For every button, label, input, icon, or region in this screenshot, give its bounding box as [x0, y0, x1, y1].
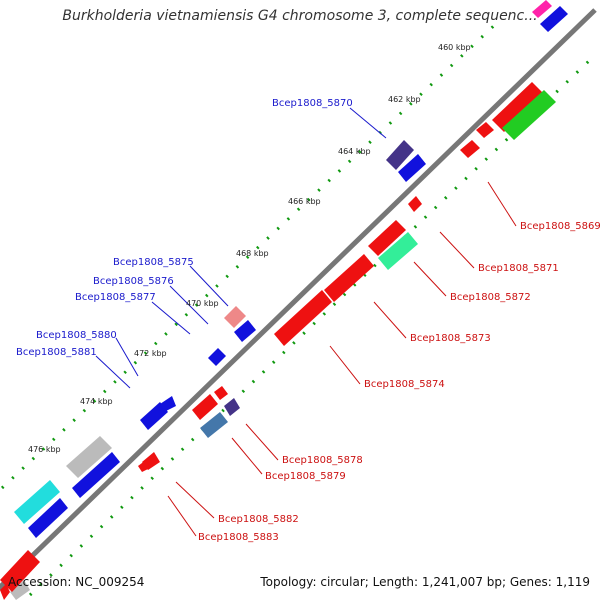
gene-bcep1808-5873[interactable]	[274, 290, 332, 346]
gene-bcep1808-5869-a[interactable]	[492, 82, 544, 132]
tick-label: 470 kbp	[186, 299, 219, 308]
gene-bcep1808-5880[interactable]	[140, 402, 168, 430]
gene-bcep1808-5878[interactable]	[192, 394, 218, 420]
gene-label-5875[interactable]: Bcep1808_5875	[113, 257, 194, 268]
reverse-genes	[0, 82, 556, 600]
gene-bcep1808-5883[interactable]	[138, 460, 150, 472]
gene-bcep1808-5869-b[interactable]	[502, 90, 556, 140]
inner-dotted-ring	[28, 58, 592, 597]
gene-blue-lower-1[interactable]	[72, 452, 120, 498]
gene-label-5878[interactable]: Bcep1808_5878	[282, 455, 363, 466]
gene-red-bottom-1[interactable]	[0, 550, 40, 592]
gene-bcep1808-5871[interactable]	[368, 220, 406, 256]
gene-label-5880[interactable]: Bcep1808_5880	[36, 330, 117, 341]
gene-bcep1808-5875[interactable]	[224, 306, 246, 328]
gene-bcep1808-5874[interactable]	[324, 254, 374, 302]
gene-arrow-top-magenta[interactable]	[532, 0, 552, 18]
gene-label-5879[interactable]: Bcep1808_5879	[265, 471, 346, 482]
outer-dotted-ring	[0, 18, 502, 490]
gene-label-5872[interactable]: Bcep1808_5872	[450, 292, 531, 303]
gene-label-5873[interactable]: Bcep1808_5873	[410, 333, 491, 344]
tick-label: 476 kbp	[28, 445, 61, 454]
gene-bcep1808-5881[interactable]	[160, 396, 176, 412]
gene-bcep1808-5872[interactable]	[378, 232, 418, 270]
gene-bcep1808-5879[interactable]	[200, 412, 228, 438]
gene-bcep1808-5876[interactable]	[234, 320, 256, 342]
forward-genes	[10, 0, 568, 600]
forward-gene-labels: Bcep1808_5870 Bcep1808_5875 Bcep1808_587…	[16, 98, 353, 358]
leader-lines	[95, 107, 517, 537]
gene-bcep1808-5870b[interactable]	[398, 154, 426, 182]
gene-arrow-top[interactable]	[540, 6, 568, 32]
gene-label-5877[interactable]: Bcep1808_5877	[75, 292, 156, 303]
gene-label-5870[interactable]: Bcep1808_5870	[272, 98, 353, 109]
tick-labels: 460 kbp 462 kbp 464 kbp 466 kbp 468 kbp …	[28, 43, 471, 454]
reverse-gene-labels: Bcep1808_5869 Bcep1808_5871 Bcep1808_587…	[198, 221, 600, 543]
tick-label: 472 kbp	[134, 349, 167, 358]
accession-text: Accession: NC_009254	[8, 575, 145, 589]
tick-label: 464 kbp	[338, 147, 371, 156]
gene-label-5869[interactable]: Bcep1808_5869	[520, 221, 600, 232]
gene-label-5874[interactable]: Bcep1808_5874	[364, 379, 445, 390]
backbone-line	[0, 8, 597, 591]
gene-bcep1808-5870[interactable]	[386, 140, 414, 170]
gene-bcep1808-5877[interactable]	[208, 348, 226, 366]
gene-bcep1808-5869-c[interactable]	[476, 122, 494, 138]
gene-label-5882[interactable]: Bcep1808_5882	[218, 514, 299, 525]
gene-label-5876[interactable]: Bcep1808_5876	[93, 276, 174, 287]
tick-label: 462 kbp	[388, 95, 421, 104]
gene-grey[interactable]	[66, 436, 112, 478]
gene-label-5881[interactable]: Bcep1808_5881	[16, 347, 97, 358]
tick-label: 460 kbp	[438, 43, 471, 52]
gene-label-5883[interactable]: Bcep1808_5883	[198, 532, 279, 543]
gene-grey-bottom[interactable]	[10, 580, 30, 600]
gene-bcep1808-5879b[interactable]	[214, 386, 228, 400]
tick-label: 468 kbp	[236, 249, 269, 258]
gene-blue-lower-2[interactable]	[28, 498, 68, 538]
gene-bcep1808-5871b[interactable]	[408, 196, 422, 212]
gene-cyan[interactable]	[14, 480, 60, 524]
gene-red-bottom-2[interactable]	[0, 584, 10, 600]
gene-bcep1808-5869-d[interactable]	[460, 140, 480, 158]
gene-label-5871[interactable]: Bcep1808_5871	[478, 263, 559, 274]
topology-text: Topology: circular; Length: 1,241,007 bp…	[260, 575, 590, 589]
map-title: Burkholderia vietnamiensis G4 chromosome…	[62, 8, 538, 24]
gene-bcep1808-5878b[interactable]	[224, 398, 240, 416]
tick-label: 466 kbp	[288, 197, 321, 206]
tick-label: 474 kbp	[80, 397, 113, 406]
